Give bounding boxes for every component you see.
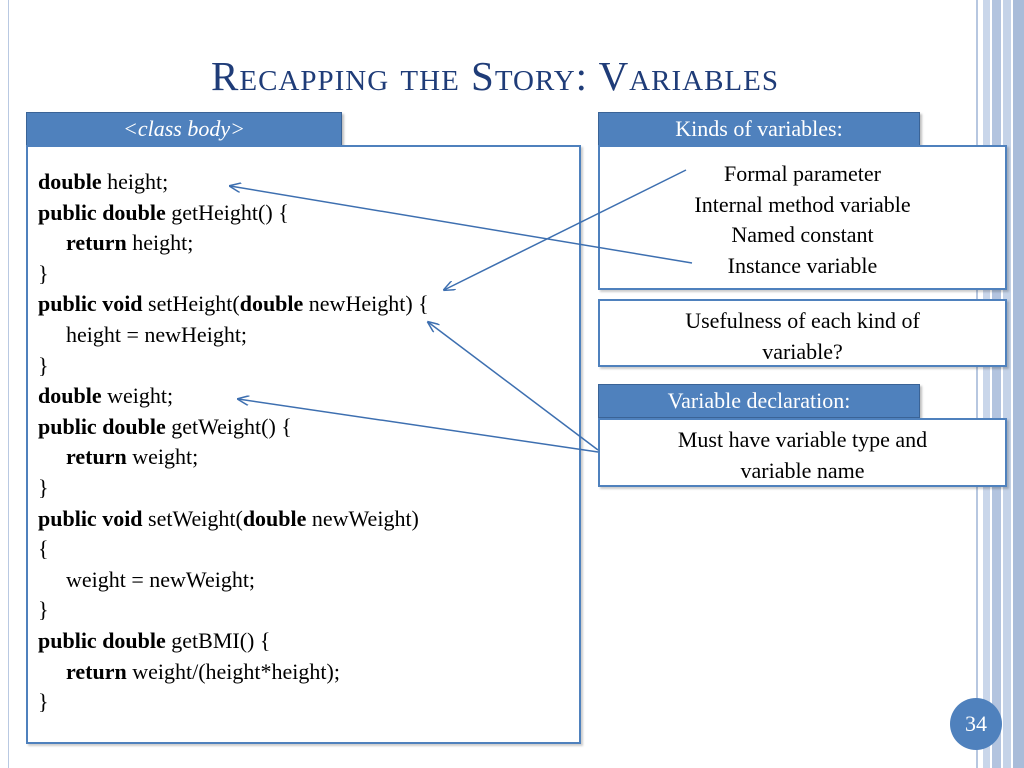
code-line: double height; <box>38 167 579 198</box>
code-text: newWeight) <box>306 505 419 531</box>
code-text: } <box>38 474 49 500</box>
declaration-line-1: Must have variable type and <box>677 427 928 452</box>
code-line: return height; <box>38 228 579 259</box>
code-text: } <box>38 689 49 715</box>
code-keyword: double <box>38 383 102 409</box>
code-line: return weight/(height*height); <box>38 657 579 688</box>
code-line: } <box>38 595 579 626</box>
code-line: weight = newWeight; <box>38 565 579 596</box>
code-line: public double getWeight() { <box>38 412 579 443</box>
code-text: weight; <box>126 444 199 470</box>
kind-formal-parameter: Formal parameter <box>724 161 881 186</box>
right-decor-stripe <box>976 0 978 768</box>
code-keyword: public double <box>38 199 166 225</box>
code-line: } <box>38 259 579 290</box>
kinds-of-variables-box: Formal parameter Internal method variabl… <box>598 145 1007 290</box>
code-keyword: double <box>242 505 307 531</box>
code-line: } <box>38 351 579 382</box>
variable-declaration-box: Must have variable type and variable nam… <box>598 418 1007 487</box>
code-text: setHeight( <box>142 291 240 317</box>
code-text: weight = newWeight; <box>66 566 256 592</box>
code-text: } <box>38 352 49 378</box>
page-number-badge: 34 <box>950 698 1002 750</box>
code-text: weight/(height*height); <box>126 658 340 684</box>
usefulness-line-1: Usefulness of each kind of <box>685 308 920 333</box>
variable-declaration-tab: Variable declaration: <box>598 384 920 418</box>
kind-named-constant: Named constant <box>731 222 874 247</box>
code-text: getBMI() { <box>165 627 271 653</box>
code-keyword: return <box>66 230 127 256</box>
code-line: height = newHeight; <box>38 320 579 351</box>
code-keyword: double <box>38 169 102 194</box>
code-text: setWeight( <box>142 505 243 531</box>
code-text: } <box>38 260 49 286</box>
code-text: height = newHeight; <box>66 321 248 347</box>
code-text: weight; <box>101 383 174 409</box>
kind-internal-method-variable: Internal method variable <box>694 191 911 217</box>
declaration-line-2: variable name <box>740 457 865 483</box>
usefulness-box: Usefulness of each kind of variable? <box>598 299 1007 367</box>
left-decor-rule <box>8 0 9 768</box>
code-keyword: return <box>66 658 127 684</box>
right-decor-stripe <box>1003 0 1011 768</box>
code-line: public void setHeight(double newHeight) … <box>38 289 579 320</box>
code-text: height; <box>126 230 194 256</box>
code-keyword: double <box>239 291 304 317</box>
code-line: public double getHeight() { <box>38 198 579 229</box>
kind-instance-variable: Instance variable <box>727 252 878 278</box>
code-line: public void setWeight(double newWeight) <box>38 504 579 535</box>
right-decor-stripe <box>983 0 990 768</box>
code-keyword: public void <box>38 505 143 531</box>
code-text: getWeight() { <box>165 413 292 439</box>
class-body-tab: <class body> <box>26 112 342 146</box>
slide-title: Recapping the Story: Variables <box>211 53 779 99</box>
code-line: } <box>38 473 579 504</box>
code-text: newHeight) { <box>303 291 429 317</box>
code-line: double weight; <box>38 381 579 412</box>
code-line: public double getBMI() { <box>38 626 579 657</box>
code-keyword: public double <box>38 627 166 653</box>
code-keyword: public void <box>38 291 143 317</box>
right-decor-stripe <box>1013 0 1024 768</box>
code-line: return weight; <box>38 442 579 473</box>
code-line: { <box>38 534 579 565</box>
code-keyword: return <box>66 444 127 470</box>
code-text: getHeight() { <box>165 199 289 225</box>
code-text: } <box>38 597 49 623</box>
code-keyword: public double <box>38 413 166 439</box>
code-line: } <box>38 687 579 718</box>
code-box: double height;public double getHeight() … <box>26 145 581 744</box>
code-text: height; <box>101 169 169 194</box>
kinds-of-variables-tab: Kinds of variables: <box>598 112 920 146</box>
right-decor-stripe <box>992 0 1001 768</box>
code-text: { <box>38 536 49 562</box>
usefulness-line-2: variable? <box>762 338 843 364</box>
